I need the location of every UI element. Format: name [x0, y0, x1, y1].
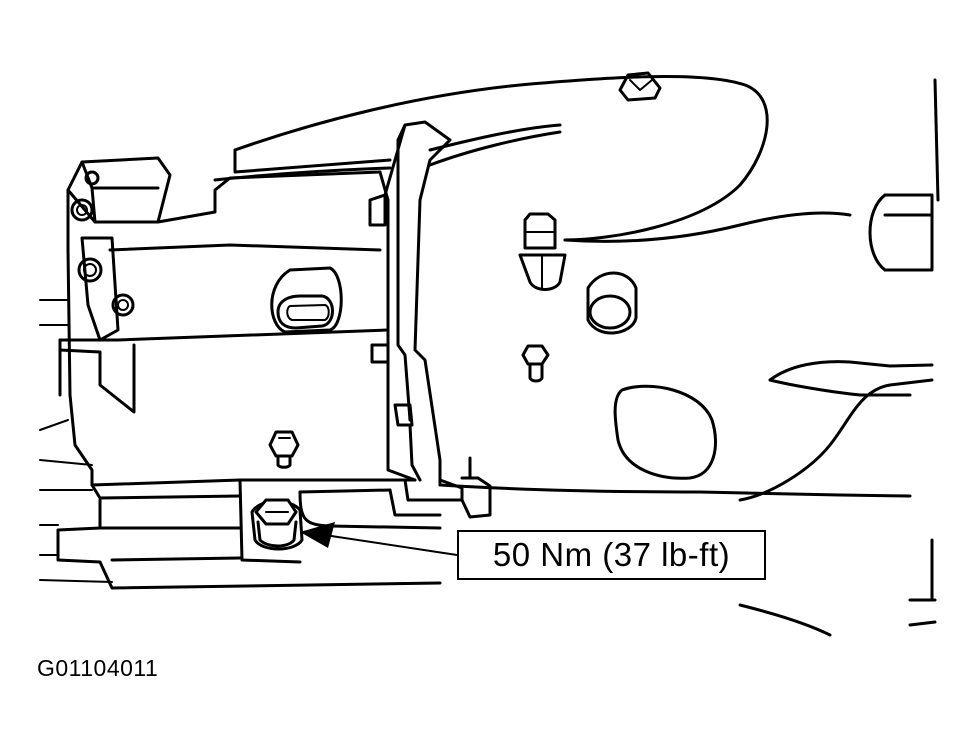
hollow-bushing	[586, 271, 638, 335]
main-case-body	[58, 170, 417, 487]
torque-spec-label: 50 Nm (37 lb-ft)	[492, 536, 731, 573]
small-center-bolt	[521, 344, 550, 383]
drain-plug-bolt	[250, 498, 304, 551]
left-mounting-block	[66, 156, 172, 224]
callout-arrow	[300, 522, 458, 556]
plate-window-cutout	[613, 384, 717, 480]
top-knob	[618, 71, 662, 102]
right-cylindrical-boss	[868, 193, 934, 272]
vertical-strap-bracket	[368, 120, 452, 487]
upper-housing-cover	[213, 75, 769, 242]
small-case-bolt	[268, 430, 300, 469]
left-edge-stubs	[39, 299, 113, 583]
oval-boss-port	[270, 266, 343, 334]
right-side-plate	[438, 78, 940, 637]
torque-callout-box: 50 Nm (37 lb-ft)	[457, 530, 766, 580]
figure-id-label: G01104011	[37, 655, 159, 681]
stud-cone	[518, 212, 567, 291]
